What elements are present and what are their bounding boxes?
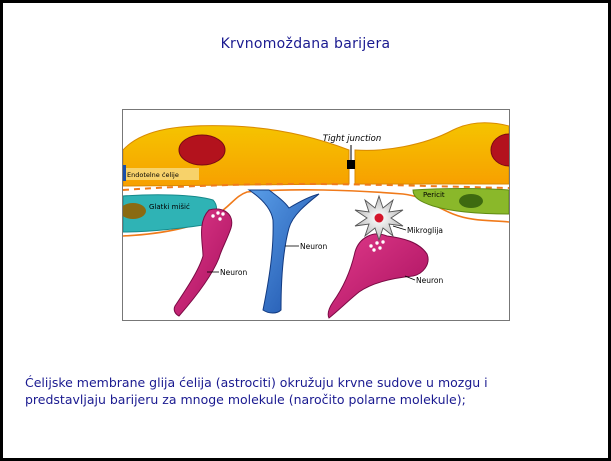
- microglia-pointer: [393, 226, 406, 230]
- neuron-left-vesicle: [221, 212, 224, 215]
- smooth-muscle-label: Glatki mišić: [149, 203, 190, 211]
- neuron-right-vesicle: [381, 240, 384, 243]
- neuron-right-vesicle: [369, 244, 372, 247]
- caption-line-2: predstavljaju barijeru za mnoge molekule…: [25, 391, 610, 408]
- neuron-center-body: [249, 190, 319, 313]
- caption-text: Ćelijske membrane glija ćelija (astrocit…: [25, 374, 610, 408]
- endothelial-label-accent: [123, 165, 126, 181]
- caption-line-1: Ćelijske membrane glija ćelija (astrocit…: [25, 374, 610, 391]
- neuron-right-vesicle: [372, 248, 375, 251]
- neuron-left-vesicle: [211, 214, 214, 217]
- endothelial-nucleus-left: [179, 135, 225, 165]
- neuron-center-label: Neuron: [300, 242, 327, 251]
- tight-junction-label: Tight junction: [323, 134, 381, 144]
- neuron-right-label: Neuron: [416, 276, 443, 285]
- microglia-label: Mikroglija: [407, 226, 443, 235]
- neuron-right-vesicle: [375, 241, 378, 244]
- microglia-nucleus: [375, 214, 384, 223]
- neuron-left-vesicle: [216, 211, 219, 214]
- neuron-right-vesicle: [378, 246, 381, 249]
- tight-junction-marker: [347, 160, 355, 169]
- endothelial-label: Endotelne ćelije: [127, 171, 179, 179]
- blood-brain-barrier-diagram: Tight junction Endotelne ćelije Pericit …: [122, 109, 510, 321]
- neuron-right-body: [328, 234, 428, 318]
- neuron-left-vesicle: [218, 217, 221, 220]
- slide-title: Krvnomoždana barijera: [3, 36, 608, 52]
- pericyte-nucleus: [459, 194, 483, 208]
- pericyte-label: Pericit: [423, 191, 445, 199]
- neuron-left-label: Neuron: [220, 268, 247, 277]
- endothelial-cell-right: [355, 123, 509, 184]
